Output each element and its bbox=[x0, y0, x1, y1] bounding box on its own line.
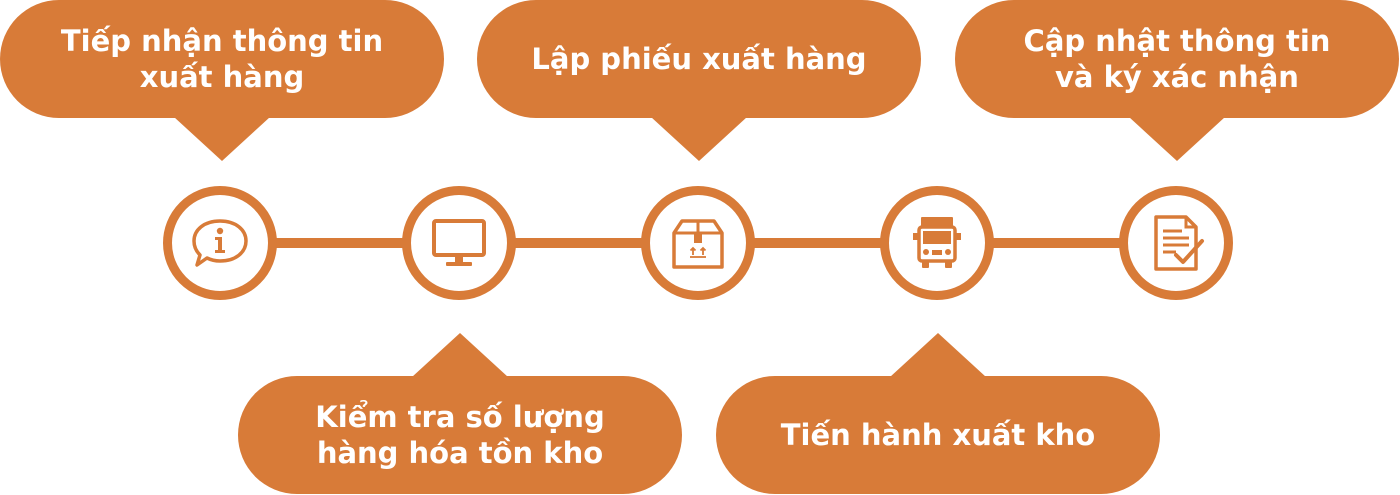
step-3-label: Lập phiếu xuất hàng bbox=[531, 42, 867, 76]
delivery-truck-icon bbox=[913, 217, 961, 268]
step-2-callout-pointer bbox=[412, 333, 508, 377]
step-2-callout: Kiểm tra số lượng hàng hóa tồn kho bbox=[238, 376, 682, 494]
step-4-callout: Tiến hành xuất kho bbox=[716, 376, 1160, 494]
package-box-icon bbox=[672, 219, 724, 269]
step-2-label: Kiểm tra số lượng hàng hóa tồn kho bbox=[315, 400, 605, 470]
step-5-node bbox=[1119, 186, 1233, 300]
step-1-label: Tiếp nhận thông tin xuất hàng bbox=[60, 24, 384, 94]
step-1-callout: Tiếp nhận thông tin xuất hàng bbox=[0, 0, 444, 118]
step-5-callout-pointer bbox=[1129, 117, 1225, 161]
document-checkmark-icon bbox=[1154, 215, 1204, 271]
step-1-callout-pointer bbox=[174, 117, 270, 161]
step-4-node bbox=[880, 186, 994, 300]
step-3-callout-pointer bbox=[651, 117, 747, 161]
step-3-callout: Lập phiếu xuất hàng bbox=[477, 0, 921, 118]
computer-monitor-icon bbox=[432, 219, 486, 266]
step-4-label: Tiến hành xuất kho bbox=[780, 418, 1096, 452]
step-3-node bbox=[641, 186, 755, 300]
step-4-callout-pointer bbox=[890, 333, 986, 377]
step-5-callout: Cập nhật thông tin và ký xác nhận bbox=[955, 0, 1399, 118]
step-1-node bbox=[163, 186, 277, 300]
step-2-node bbox=[402, 186, 516, 300]
step-5-label: Cập nhật thông tin và ký xác nhận bbox=[1023, 24, 1331, 94]
info-speech-bubble-icon bbox=[192, 219, 248, 267]
